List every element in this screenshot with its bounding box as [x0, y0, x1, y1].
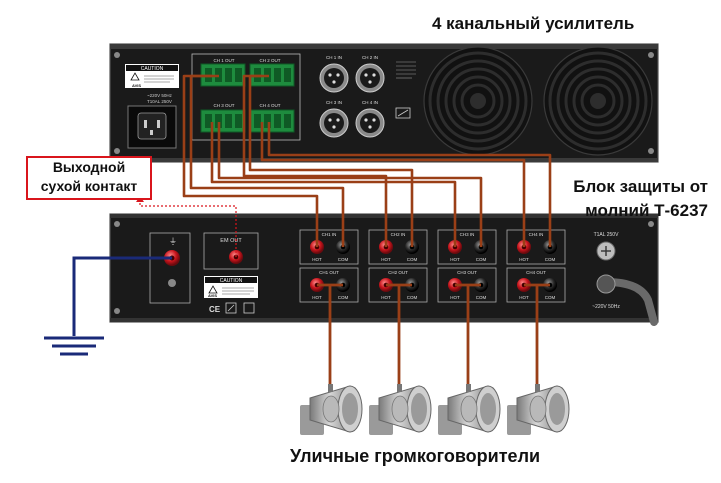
amp-input-label-2: CH 2 IN [362, 55, 378, 60]
svg-text:COM: COM [545, 257, 556, 262]
svg-text:COM: COM [407, 257, 418, 262]
protection-unit-panel: ⏚ EM OUT CAUTION AVIS CE [109, 213, 659, 326]
amp-input-label-1: CH 1 IN [326, 55, 342, 60]
amp-output-connector-3 [200, 109, 246, 133]
amp-output-label-3: CH 3 OUT [213, 103, 234, 108]
amp-output-label-2: CH 2 OUT [259, 58, 280, 63]
ch1-in-label: CH1 IN [322, 232, 337, 237]
amp-caution-label: CAUTION AVIS [125, 64, 179, 88]
horn-speaker-1 [300, 384, 363, 435]
svg-text:CAUTION: CAUTION [141, 66, 164, 72]
amp-output-connector-4 [249, 109, 295, 133]
dry-contact-line-1: Выходной [52, 159, 126, 175]
amplifier-title: 4 канальный усилитель [432, 14, 635, 33]
ch1-out-label: CH1 OUT [319, 270, 339, 275]
dry-contact-callout: Выходной сухой контакт [26, 156, 152, 200]
ch4-in-label: CH4 IN [529, 232, 544, 237]
ch3-in-label: CH3 IN [460, 232, 475, 237]
amp-output-label-1: CH 1 OUT [213, 58, 234, 63]
dry-contact-line-2: сухой контакт [40, 178, 138, 194]
protection-fuse: T1AL 250V [594, 232, 619, 261]
protection-unit-title: Блок защиты от молний Т-6237 [573, 175, 708, 223]
xlr-input-4 [355, 108, 385, 138]
ch2-out-label: CH2 OUT [388, 270, 408, 275]
svg-text:COM: COM [476, 295, 487, 300]
svg-text:HOT: HOT [312, 257, 322, 262]
protection-unit-title-line-2: молний Т-6237 [585, 201, 708, 220]
svg-text:COM: COM [407, 295, 418, 300]
svg-text:~220V 50Hz: ~220V 50Hz [147, 93, 173, 98]
amp-cooling-fan-right [543, 46, 653, 156]
svg-text:T10AL 250V: T10AL 250V [147, 99, 172, 104]
amp-output-label-4: CH 4 OUT [259, 103, 280, 108]
amp-input-label-3: CH 3 IN [326, 100, 342, 105]
xlr-input-1 [319, 63, 349, 93]
svg-text:HOT: HOT [381, 257, 391, 262]
horn-speaker-2 [369, 384, 432, 435]
protection-unit-title-line-1: Блок защиты от [573, 177, 708, 196]
ground-wire [44, 256, 172, 356]
svg-text:HOT: HOT [519, 257, 529, 262]
svg-text:COM: COM [545, 295, 556, 300]
svg-text:CE: CE [209, 305, 221, 314]
protection-mains-cable: ~220V 50Hz [592, 274, 658, 326]
svg-text:HOT: HOT [312, 295, 322, 300]
em-out-label: EM OUT [220, 238, 242, 244]
amp-to-protection-wires [182, 74, 552, 247]
amplifier-rear-panel: CAUTION AVIS ~220V 50Hz T10AL 250V CH 1 … [109, 43, 659, 163]
horn-speaker-4 [507, 384, 570, 435]
svg-text:COM: COM [338, 295, 349, 300]
protection-to-speaker-wires [317, 283, 550, 384]
svg-text:T1AL 250V: T1AL 250V [594, 232, 619, 238]
amp-spec-block [395, 61, 416, 119]
xlr-input-2 [355, 63, 385, 93]
em-out-terminal: EM OUT [203, 232, 259, 270]
svg-text:HOT: HOT [381, 295, 391, 300]
ch2-in-label: CH2 IN [391, 232, 406, 237]
ch3-out-label: CH3 OUT [457, 270, 477, 275]
svg-text:COM: COM [338, 257, 349, 262]
svg-text:⏚: ⏚ [169, 237, 177, 246]
svg-text:HOT: HOT [450, 257, 460, 262]
svg-text:HOT: HOT [519, 295, 529, 300]
amp-input-label-4: CH 4 IN [362, 100, 378, 105]
protection-channel-4: CH4 IN HOT COM CH4 OUT HOT COM [506, 229, 566, 303]
svg-text:AVIS: AVIS [208, 293, 217, 298]
svg-text:HOT: HOT [450, 295, 460, 300]
amp-xlr-inputs: CH 1 IN CH 2 IN CH 3 IN CH 4 IN [319, 55, 385, 138]
speakers-title: Уличные громкоговорители [290, 446, 541, 466]
ch4-out-label: CH4 OUT [526, 270, 546, 275]
protection-caution-label: CAUTION AVIS [204, 276, 258, 298]
amp-cooling-fan-left [423, 46, 533, 156]
svg-text:AVIS: AVIS [132, 83, 141, 88]
svg-text:COM: COM [476, 257, 487, 262]
svg-text:CAUTION: CAUTION [220, 278, 243, 284]
horn-speaker-3 [438, 384, 501, 435]
svg-text:~220V 50Hz: ~220V 50Hz [592, 304, 620, 310]
xlr-input-3 [319, 108, 349, 138]
amp-power-socket [127, 105, 177, 149]
